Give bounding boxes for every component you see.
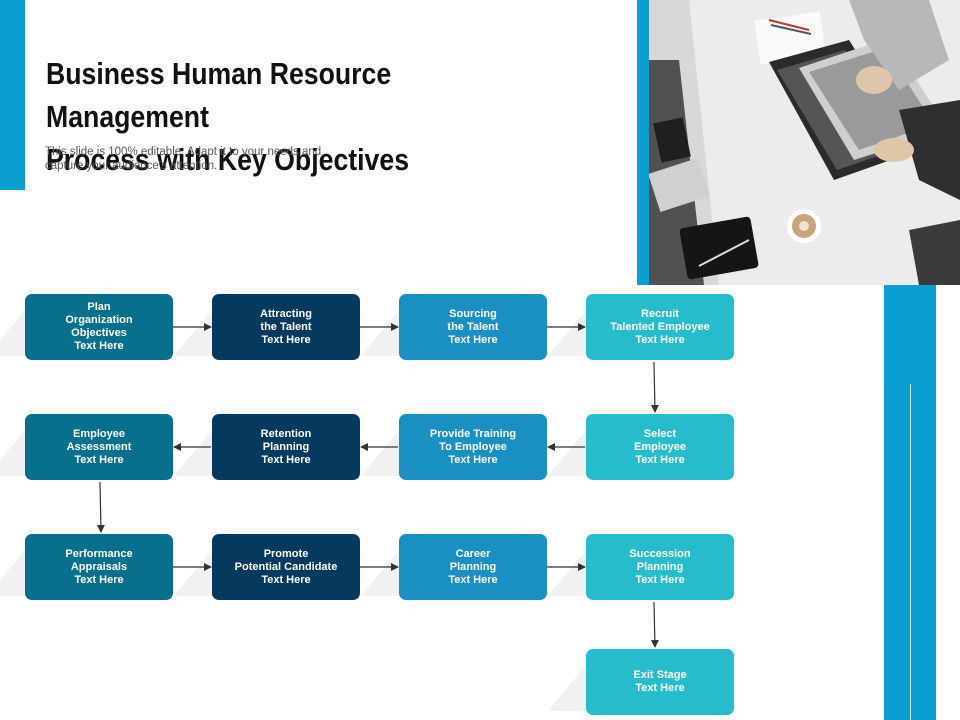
subtitle-line-1: This slide is 100% editable. Adapt it to… — [45, 146, 322, 158]
page-subtitle: This slide is 100% editable. Adapt it to… — [45, 145, 365, 173]
step-box-career: Career Planning Text Here — [399, 534, 547, 600]
step-box-select: Select Employee Text Here — [586, 414, 734, 480]
step-box-exit: Exit Stage Text Here — [586, 649, 734, 715]
step-box-plan: Plan Organization Objectives Text Here — [25, 294, 173, 360]
page-title: Business Human Resource Management Proce… — [46, 52, 528, 181]
subtitle-line-2: capture your audience's attention. — [45, 160, 218, 172]
step-box-source: Sourcing the Talent Text Here — [399, 294, 547, 360]
step-box-retention: Retention Planning Text Here — [212, 414, 360, 480]
step-box-recruit: Recruit Talented Employee Text Here — [586, 294, 734, 360]
left-accent-bar — [0, 0, 25, 190]
laptop-photo-illustration — [649, 0, 960, 285]
title-line-2: Process with Key Objectives — [46, 142, 410, 177]
title-line-1: Business Human Resource Management — [46, 56, 392, 134]
arrow-recruit-to-select — [650, 361, 659, 413]
arrow-assessment-to-appraisal — [96, 481, 105, 533]
step-box-succession: Succession Planning Text Here — [586, 534, 734, 600]
laptop-photo — [649, 0, 960, 285]
step-box-attract: Attracting the Talent Text Here — [212, 294, 360, 360]
right-accent-line — [910, 384, 911, 720]
step-box-promote: Promote Potential Candidate Text Here — [212, 534, 360, 600]
step-box-assessment: Employee Assessment Text Here — [25, 414, 173, 480]
step-box-appraisal: Performance Appraisals Text Here — [25, 534, 173, 600]
step-box-training: Provide Training To Employee Text Here — [399, 414, 547, 480]
arrow-succession-to-exit — [650, 601, 659, 648]
